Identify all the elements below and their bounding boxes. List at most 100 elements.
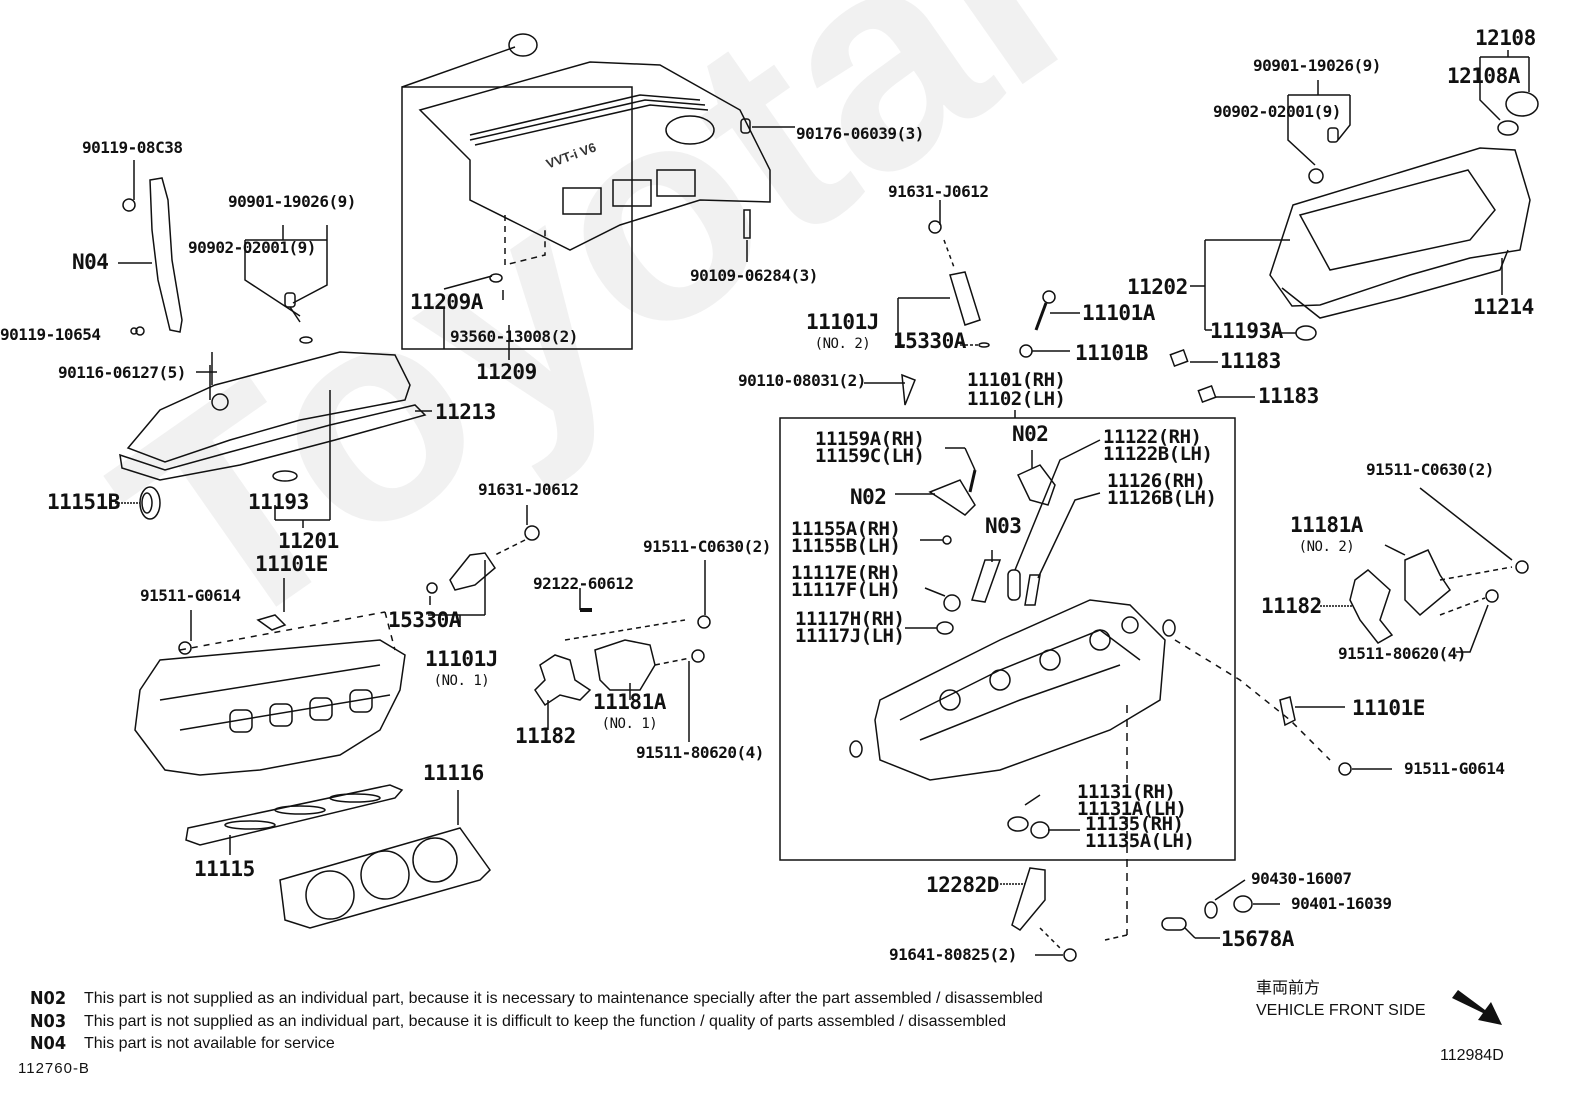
part-label-n03[interactable]: N03: [985, 514, 1022, 538]
part-label-11151b[interactable]: 11151B: [47, 490, 120, 514]
cylinder-head-rh: [849, 599, 1331, 941]
part-label-91511-c0630-lh[interactable]: 91511-C0630(2): [643, 537, 771, 556]
part-label-90110-08031[interactable]: 90110-08031(2): [738, 371, 866, 390]
camshaft-sensor-lh: [426, 505, 540, 625]
part-label-11201[interactable]: 11201: [278, 529, 339, 553]
part-label-11193[interactable]: 11193: [248, 490, 309, 514]
part-label-90430-16007[interactable]: 90430-16007: [1251, 869, 1352, 888]
part-label-90119-08c38[interactable]: 90119-08C38: [82, 138, 183, 157]
part-label-15678a[interactable]: 15678A: [1221, 927, 1294, 951]
part-label-91511-g0614-rh[interactable]: 91511-G0614: [1404, 759, 1505, 778]
diagram-id-left: 112760-B: [18, 1060, 90, 1077]
note-n03: N03 This part is not supplied as an indi…: [30, 1011, 1043, 1034]
part-label-11101e-lh[interactable]: 11101E: [255, 552, 328, 576]
part-label-91631-j0612-rh[interactable]: 91631-J0612: [888, 182, 989, 201]
part-label-11183-a[interactable]: 11183: [1220, 349, 1281, 373]
part-label-11115[interactable]: 11115: [194, 857, 255, 881]
part-label-11159a-11159c[interactable]: 11159A(RH) 11159C(LH): [815, 428, 925, 467]
part-label-11117h-11117j[interactable]: 11117H(RH) 11117J(LH): [795, 610, 905, 646]
part-label-11116[interactable]: 11116: [423, 761, 484, 785]
part-number-lh: 11159C(LH): [815, 445, 925, 467]
part-number-lh: 11155B(LH): [791, 535, 901, 557]
part-number-rh: 11159A(RH): [815, 428, 925, 450]
part-label-91511-c0630-rh[interactable]: 91511-C0630(2): [1366, 460, 1494, 479]
part-number-lh: 11122B(LH): [1103, 443, 1213, 465]
valve-cover-rh: [1169, 50, 1539, 403]
part-label-11209[interactable]: 11209: [476, 360, 537, 384]
brackets-rh: [1279, 487, 1529, 776]
part-label-11213[interactable]: 11213: [435, 400, 496, 424]
part-label-15330a-rh[interactable]: 15330A: [893, 329, 966, 353]
part-label-90902-02001-lh[interactable]: 90902-02001(9): [188, 238, 316, 257]
camshaft-sensor-rh: [864, 200, 990, 406]
note-code: N02: [30, 988, 67, 1009]
vehicle-front-en: VEHICLE FRONT SIDE: [1256, 1002, 1426, 1019]
part-label-11135-11135a[interactable]: 11135(RH) 11135A(LH): [1085, 815, 1195, 852]
part-label-91511-g0614-lh[interactable]: 91511-G0614: [140, 586, 241, 605]
part-label-11183-b[interactable]: 11183: [1258, 384, 1319, 408]
note-text: This part is not available for service: [84, 1035, 335, 1052]
part-number-lh: 11126B(LH): [1107, 487, 1217, 509]
part-number-rh: 11131(RH): [1077, 781, 1176, 803]
part-label-91511-80620-lh[interactable]: 91511-80620(4): [636, 743, 764, 762]
part-label-91641-80825[interactable]: 91641-80825(2): [889, 945, 1017, 964]
part-label-11202[interactable]: 11202: [1127, 275, 1188, 299]
engine-cover: [401, 33, 795, 360]
note-n02: N02 This part is not supplied as an indi…: [30, 988, 1043, 1011]
part-label-12108[interactable]: 12108: [1475, 26, 1536, 50]
gaskets: [185, 784, 491, 929]
part-number-lh: 11102(LH): [967, 388, 1066, 410]
part-number: 11181A: [1290, 513, 1363, 537]
part-label-12282d[interactable]: 12282D: [926, 873, 999, 897]
part-label-11101e-rh[interactable]: 11101E: [1352, 696, 1425, 720]
chain-guide-n04: [118, 160, 183, 336]
part-label-12108a[interactable]: 12108A: [1447, 64, 1520, 88]
part-label-15330a-lh[interactable]: 15330A: [388, 608, 461, 632]
part-label-11155a-11155b[interactable]: 11155A(RH) 11155B(LH): [791, 520, 901, 557]
misc-bottom-rh: [1000, 867, 1280, 962]
part-label-90901-19026-rh[interactable]: 90901-19026(9): [1253, 56, 1381, 75]
part-label-n04[interactable]: N04: [72, 250, 109, 274]
note-text: This part is not supplied as an individu…: [84, 1012, 1006, 1030]
part-label-11101-11102[interactable]: 11101(RH) 11102(LH): [967, 371, 1066, 410]
part-label-11193a[interactable]: 11193A: [1210, 319, 1283, 343]
part-label-n02-left[interactable]: N02: [850, 485, 887, 509]
part-label-11181a-no1[interactable]: 11181A (NO. 1): [593, 691, 666, 735]
part-label-11181a-no2[interactable]: 11181A (NO. 2): [1290, 514, 1363, 558]
part-label-90119-10654[interactable]: 90119-10654: [0, 325, 101, 344]
part-label-11182-rh[interactable]: 11182: [1261, 594, 1322, 618]
part-label-11101b[interactable]: 11101B: [1075, 341, 1148, 365]
vehicle-front-side: 車両前方 VEHICLE FRONT SIDE: [1256, 978, 1426, 1022]
part-label-11101j-no2[interactable]: 11101J (NO. 2): [806, 311, 879, 355]
part-label-90116-06127[interactable]: 90116-06127(5): [58, 363, 186, 382]
part-label-11126-11126b[interactable]: 11126(RH) 11126B(LH): [1107, 470, 1217, 509]
part-label-11209a[interactable]: 11209A: [410, 290, 483, 314]
part-label-11214[interactable]: 11214: [1473, 295, 1534, 319]
part-label-91631-j0612-lh[interactable]: 91631-J0612: [478, 480, 579, 499]
part-label-11117e-11117f[interactable]: 11117E(RH) 11117F(LH): [791, 564, 901, 601]
part-number-rh: 11126(RH): [1107, 470, 1206, 492]
part-number-lh: 11117F(LH): [791, 579, 901, 601]
valve-cover-lh: [119, 351, 432, 528]
part-label-n02-top[interactable]: N02: [1012, 422, 1049, 446]
part-label-11101j-no1[interactable]: 11101J (NO. 1): [425, 648, 498, 692]
part-label-90902-02001-rh[interactable]: 90902-02001(9): [1213, 102, 1341, 121]
part-number-lh: 11135A(LH): [1085, 830, 1195, 852]
part-label-11122-11122b[interactable]: 11122(RH) 11122B(LH): [1103, 428, 1213, 465]
diagram-id-right: 112984D: [1440, 1047, 1504, 1064]
part-label-90176-06039[interactable]: 90176-06039(3): [796, 124, 924, 143]
part-label-90109-06284[interactable]: 90109-06284(3): [690, 266, 818, 285]
part-label-11131-11131a[interactable]: 11131(RH) 11131A(LH): [1077, 781, 1187, 819]
part-label-91511-80620-rh[interactable]: 91511-80620(4): [1338, 644, 1466, 663]
part-number: 11101J: [425, 647, 498, 671]
part-label-92122-60612[interactable]: 92122-60612: [533, 574, 634, 593]
part-label-11182-lh[interactable]: 11182: [515, 724, 576, 748]
part-qualifier: (NO. 1): [601, 716, 658, 732]
part-label-90401-16039[interactable]: 90401-16039: [1291, 894, 1392, 913]
part-label-11101a[interactable]: 11101A: [1082, 301, 1155, 325]
brackets-lh: [534, 560, 711, 742]
part-label-93560-13008[interactable]: 93560-13008(2): [450, 327, 578, 346]
part-label-90901-19026-lh[interactable]: 90901-19026(9): [228, 192, 356, 211]
cylinder-head-rh-box: [779, 410, 1236, 861]
note-code: N04: [30, 1033, 67, 1054]
